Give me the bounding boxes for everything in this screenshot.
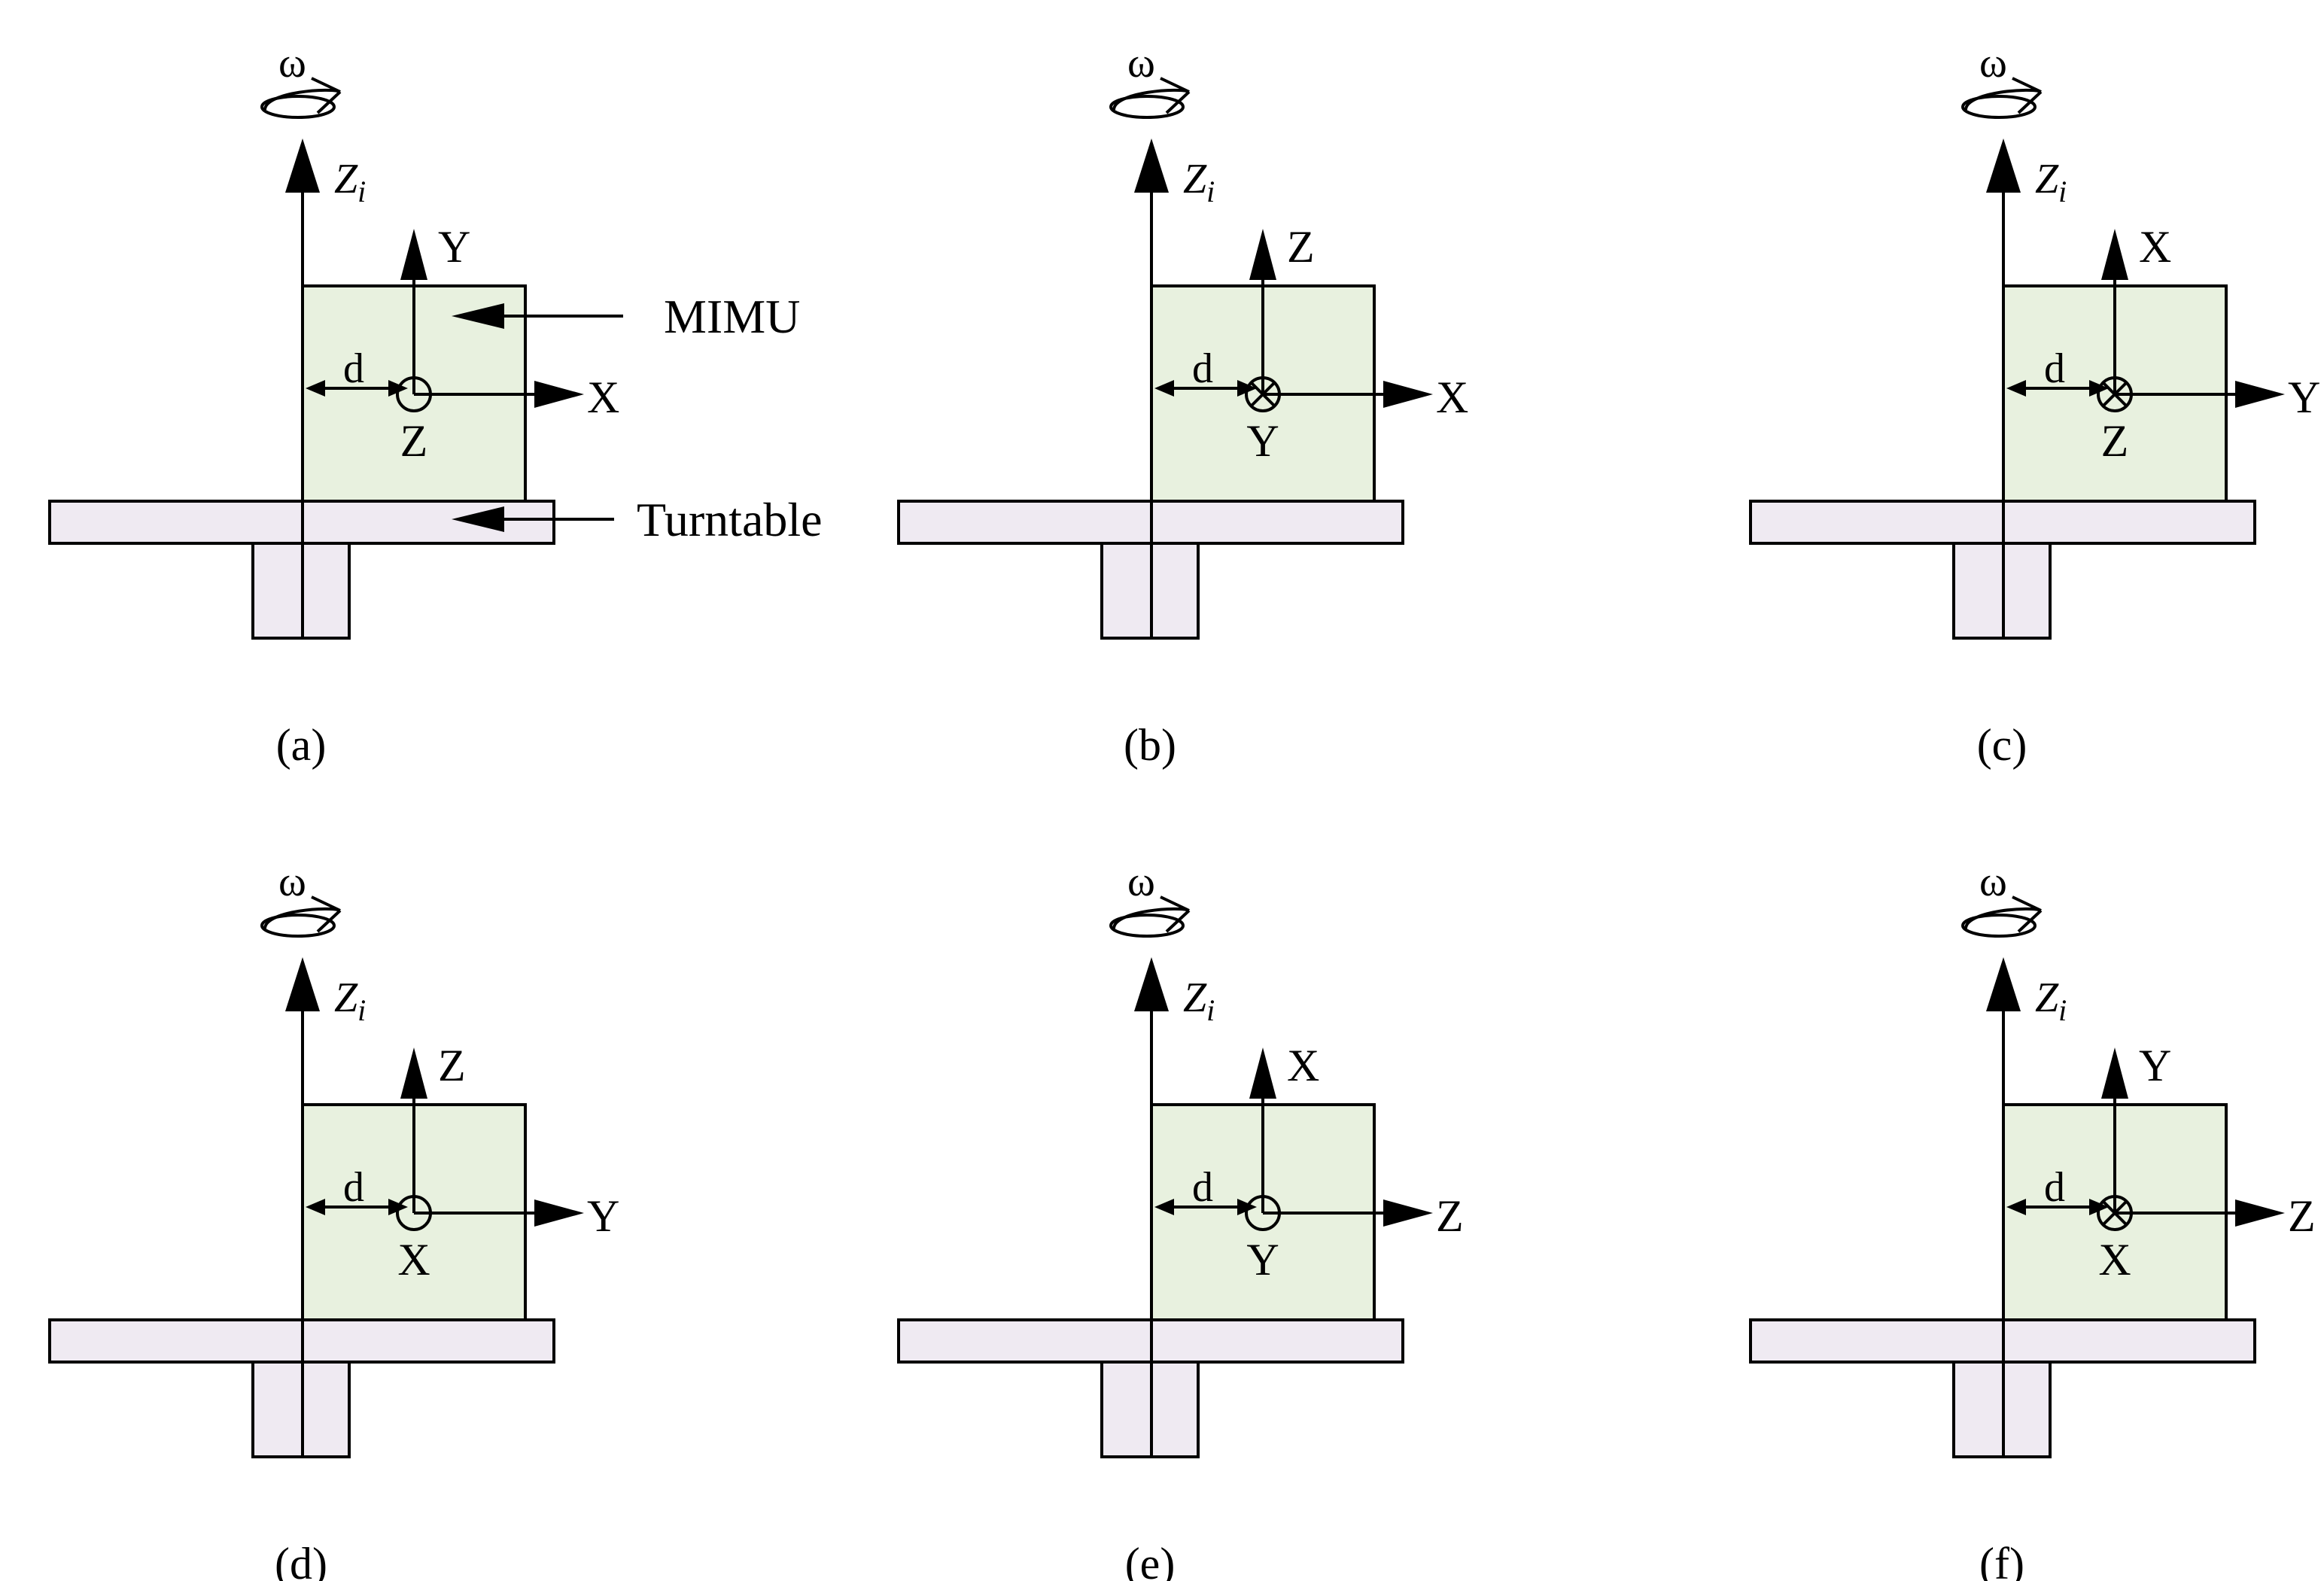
panel-f: Zi ωY ZdX (f) [1749, 859, 2316, 1581]
panel-caption: (c) [1977, 720, 2027, 770]
center-axis-label: Z [400, 416, 428, 466]
rotation-loop [260, 95, 336, 119]
up-axis-label: X [2139, 222, 2171, 272]
omega-label: ω [278, 859, 306, 905]
center-axis-marker [2097, 1195, 2133, 1231]
turntable-label: Turntable [637, 493, 823, 546]
zi-label: Zi [334, 974, 366, 1027]
rotation-loop [1109, 914, 1185, 938]
d-label: d [1192, 345, 1213, 392]
up-axis-arrowhead [2101, 229, 2128, 280]
up-axis-label: X [1287, 1041, 1319, 1090]
d-arrow-left [2006, 1199, 2026, 1215]
up-axis-arrowhead [1249, 229, 1276, 280]
center-axis-marker [396, 1195, 432, 1231]
rotation-axis-arrowhead [1986, 138, 2021, 193]
right-axis-label: Y [587, 1191, 619, 1241]
cross-mark-b [1250, 382, 1276, 407]
center-axis-marker [396, 376, 432, 412]
d-label: d [2044, 1164, 2065, 1211]
panel-caption: (e) [1125, 1539, 1176, 1581]
rotation-axis-arrowhead [285, 138, 320, 193]
omega-label: ω [278, 40, 306, 87]
zi-subscript: i [1206, 175, 1215, 208]
right-axis-label: X [1436, 372, 1468, 422]
center-axis-marker [1245, 376, 1281, 412]
d-label: d [1192, 1164, 1213, 1211]
center-axis-label: Y [1246, 416, 1279, 466]
right-axis-label: Z [1436, 1191, 1464, 1241]
center-axis-label: X [2098, 1235, 2131, 1285]
rotation-axis-arrowhead [1134, 957, 1169, 1011]
cross-mark-b [2102, 382, 2128, 407]
d-label: d [343, 345, 364, 392]
center-axis-label: X [397, 1235, 430, 1285]
zi-label: Zi [334, 156, 366, 208]
turntable-callout-arrowhead [452, 506, 504, 532]
omega-label: ω [1979, 859, 2007, 905]
panel-b: Zi ωZ XdY (b) [897, 40, 1468, 770]
rotation-axis-arrowhead [285, 957, 320, 1011]
rotation-loop [260, 914, 336, 938]
rotation-loop [1961, 914, 2037, 938]
panel-c: Zi ωX YdZ (c) [1749, 40, 2320, 770]
d-arrow-left [306, 380, 325, 397]
zi-label: Zi [2035, 156, 2067, 208]
omega-label: ω [1127, 40, 1155, 87]
up-axis-arrowhead [2101, 1047, 2128, 1099]
omega-label: ω [1127, 859, 1155, 905]
up-axis-label: Y [438, 222, 470, 272]
up-axis-arrowhead [400, 1047, 427, 1099]
d-arrow-left [1154, 380, 1174, 397]
d-arrow-left [1154, 1199, 1174, 1215]
right-axis-label: Z [2288, 1191, 2316, 1241]
zi-label: Zi [2035, 974, 2067, 1027]
center-axis-label: Y [1246, 1235, 1279, 1285]
up-axis-label: Z [438, 1041, 466, 1090]
mimu-label: MIMU [664, 290, 800, 343]
right-axis-label: Y [2288, 372, 2320, 422]
mimu-callout-arrowhead [452, 303, 504, 329]
center-axis-marker [1245, 1195, 1281, 1231]
zi-subscript: i [1206, 993, 1215, 1027]
d-arrow-left [306, 1199, 325, 1215]
rotation-loop [1109, 95, 1185, 119]
up-axis-label: Y [2139, 1041, 2171, 1090]
panel-caption: (a) [276, 720, 327, 770]
zi-subscript: i [2058, 993, 2067, 1027]
panel-d: Zi ωZ YdX (d) [48, 859, 619, 1581]
panel-caption: (d) [275, 1539, 327, 1581]
zi-subscript: i [2058, 175, 2067, 208]
rotation-axis-arrowhead [1986, 957, 2021, 1011]
d-label: d [343, 1164, 364, 1211]
right-axis-arrowhead [534, 1199, 584, 1227]
rotation-loop [1961, 95, 2037, 119]
right-axis-arrowhead [2235, 1199, 2285, 1227]
panel-a: Zi ωY XdZ (a) MIMU Turntable [48, 40, 823, 770]
right-axis-arrowhead [1383, 1199, 1433, 1227]
rotation-axis-arrowhead [1134, 138, 1169, 193]
panel-e: Zi ωX ZdY (e) [897, 859, 1464, 1581]
center-axis-marker [2097, 376, 2133, 412]
panel-caption: (b) [1124, 720, 1176, 770]
up-axis-arrowhead [400, 229, 427, 280]
up-axis-label: Z [1287, 222, 1315, 272]
zi-label: Zi [1183, 974, 1215, 1027]
up-axis-arrowhead [1249, 1047, 1276, 1099]
right-axis-arrowhead [2235, 381, 2285, 408]
panel-caption: (f) [1979, 1539, 2024, 1581]
right-axis-arrowhead [1383, 381, 1433, 408]
center-axis-label: Z [2101, 416, 2129, 466]
cross-mark-b [2102, 1200, 2128, 1226]
right-axis-arrowhead [534, 381, 584, 408]
omega-label: ω [1979, 40, 2007, 87]
d-label: d [2044, 345, 2065, 392]
zi-subscript: i [357, 993, 366, 1027]
d-arrow-left [2006, 380, 2026, 397]
zi-subscript: i [357, 175, 366, 208]
right-axis-label: X [587, 372, 619, 422]
zi-label: Zi [1183, 156, 1215, 208]
